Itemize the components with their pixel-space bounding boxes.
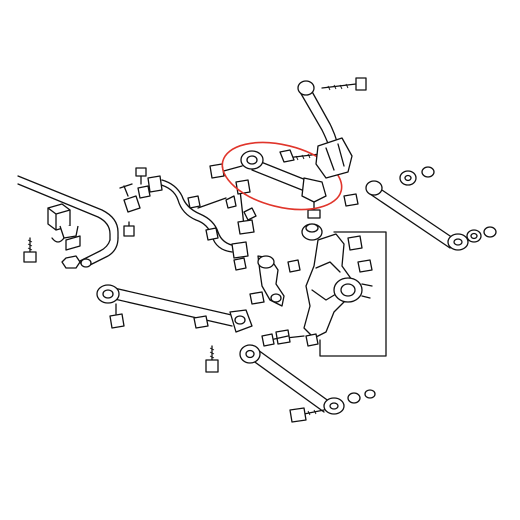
bolt	[321, 77, 367, 91]
bolt	[287, 259, 301, 273]
bolt	[209, 163, 243, 179]
bolt	[109, 303, 125, 329]
stabilizer-bushing	[47, 203, 81, 251]
bolt	[249, 291, 265, 305]
bolt	[135, 167, 147, 185]
upper-control-arm	[240, 150, 327, 219]
bolt	[275, 329, 305, 345]
bolt	[357, 259, 373, 273]
bolt	[23, 237, 37, 263]
bolt	[343, 193, 359, 207]
ball-joint	[301, 223, 323, 241]
upper-arm-bracket	[315, 137, 353, 179]
bolt	[205, 345, 219, 373]
bolt	[123, 221, 135, 237]
bushings	[399, 166, 497, 243]
bolt	[261, 333, 289, 347]
nut	[305, 333, 319, 347]
rear-trailing-arm	[257, 255, 285, 307]
nut	[61, 255, 81, 269]
bolt	[279, 149, 321, 163]
lateral-link	[365, 180, 469, 251]
lower-rear-arm	[239, 344, 345, 415]
bushings	[347, 389, 376, 404]
highlight-ellipse	[221, 141, 343, 211]
bolt	[289, 407, 325, 423]
knuckle-detail-outline	[319, 231, 387, 357]
lower-control-arm	[96, 284, 253, 333]
knuckle-hub-assembly	[303, 233, 373, 339]
abs-sensor-wire	[119, 175, 249, 259]
bolt	[233, 257, 247, 271]
bolt	[193, 315, 209, 329]
